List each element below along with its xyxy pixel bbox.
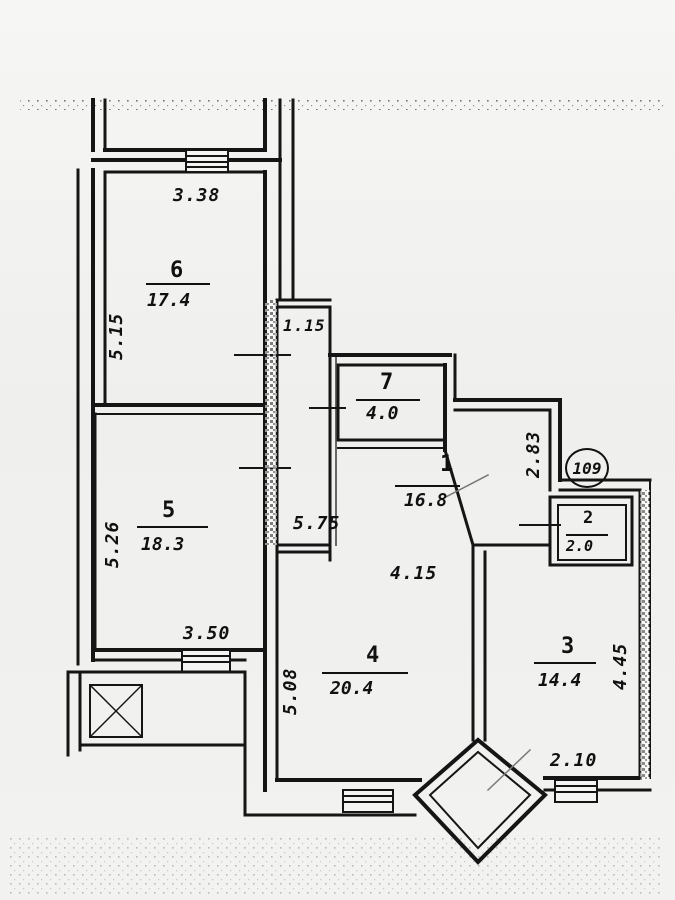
walls [66,98,652,865]
dim-room4-length: 5.08 [280,667,301,715]
room-5-number: 5 [162,498,176,523]
room-2-area: 2.0 [566,537,594,555]
dim-corridor-length: 5.75 [293,513,341,534]
room-6-number: 6 [170,258,184,283]
dim-room6-length: 5.15 [106,312,127,360]
dim-room5-length: 5.26 [102,520,123,568]
room-6-area: 17.4 [147,290,191,311]
room-2-number: 2 [583,508,594,528]
dim-room3-length: 4.45 [610,642,631,690]
plan-tag-circle: 109 [565,448,609,488]
dim-hall-width: 4.15 [390,563,438,584]
room-7-area: 4.0 [366,403,399,424]
plan-tag-text: 109 [572,458,602,478]
room-1-area: 16.8 [404,490,448,511]
room-7-number: 7 [380,370,394,395]
room-1-number: 1 [440,452,454,477]
room-5-area: 18.3 [141,534,185,555]
room-3-number: 3 [561,634,575,659]
hatched-wall-east [640,490,650,780]
dim-room1-depth: 2.83 [523,430,544,478]
dim-room3-width: 2.10 [550,750,598,771]
bottom-noise-band [10,835,660,895]
room-4-number: 4 [366,643,380,668]
dim-room6-width: 3.38 [173,185,221,206]
dim-room5-width: 3.50 [183,623,231,644]
dim-corridor-width: 1.15 [283,316,326,335]
area-fraction-lines [137,283,608,674]
hatched-wall [265,300,277,545]
room-3-area: 14.4 [538,670,582,691]
top-noise-band [20,98,665,110]
room-4-area: 20.4 [330,678,374,699]
